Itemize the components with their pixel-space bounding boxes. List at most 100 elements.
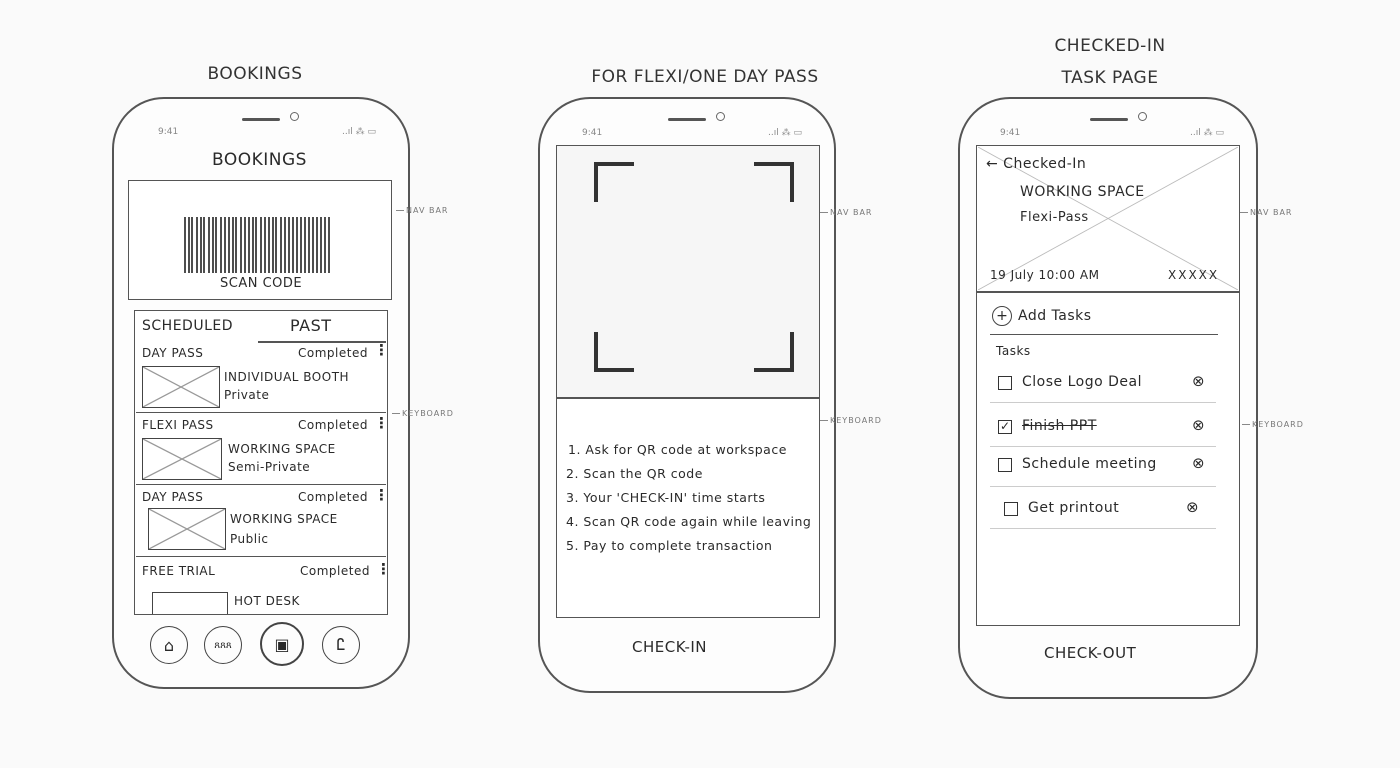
keyboard-tick-1: [392, 413, 400, 414]
calendar-glyph: ▣: [274, 634, 290, 654]
delete-task-icon[interactable]: ⊗: [1192, 416, 1205, 434]
qr-scanner-view[interactable]: [556, 145, 820, 398]
barcode-icon: [184, 217, 330, 273]
divider: [136, 556, 386, 557]
booking-type-3: Public: [230, 532, 269, 546]
scan-code-label: SCAN CODE: [220, 276, 303, 291]
tab-scheduled[interactable]: SCHEDULED: [142, 318, 233, 334]
tasks-heading: Tasks: [996, 344, 1031, 358]
booking-type-1: Private: [224, 388, 270, 402]
keyboard-label-3: KEYBOARD: [1252, 420, 1304, 429]
camera: [1138, 112, 1147, 121]
booking-datetime: 19 July 10:00 AM: [990, 268, 1100, 282]
profile-icon[interactable]: Ꮭ: [322, 626, 360, 664]
profile-glyph: Ꮭ: [336, 635, 346, 654]
step-3: 3. Your 'CHECK-IN' time starts: [566, 490, 766, 505]
nav-bar-tick-1: [396, 210, 404, 211]
divider: [990, 402, 1216, 403]
status-icons: ..ıl ⁂ ▭: [768, 128, 802, 138]
status-time: 9:41: [1000, 128, 1021, 138]
scan-frame-icon: [594, 162, 794, 372]
status-time: 9:41: [582, 128, 603, 138]
booking-status-3: Completed: [298, 490, 368, 504]
camera: [716, 112, 725, 121]
delete-task-icon[interactable]: ⊗: [1192, 454, 1205, 472]
task-checkbox-3[interactable]: [998, 458, 1012, 472]
image-placeholder: [152, 592, 228, 614]
keyboard-label-2: KEYBOARD: [830, 416, 882, 425]
space-name: WORKING SPACE: [1020, 184, 1145, 200]
step-2: 2. Scan the QR code: [566, 466, 703, 481]
home-glyph: ⌂: [163, 635, 175, 655]
add-tasks-button[interactable]: Add Tasks: [1018, 308, 1092, 324]
nav-bar-tick-3: [1240, 212, 1248, 213]
add-icon[interactable]: +: [992, 306, 1012, 326]
more-options-icon[interactable]: ⋮: [374, 341, 389, 359]
booking-status-2: Completed: [298, 418, 368, 432]
back-checked-in[interactable]: ← Checked-In: [986, 156, 1087, 172]
camera: [290, 112, 299, 121]
divider: [990, 528, 1216, 529]
tab-past[interactable]: PAST: [290, 316, 332, 335]
pass-type: Flexi-Pass: [1020, 210, 1089, 225]
speaker: [242, 118, 280, 121]
booking-space-4: HOT DESK: [234, 594, 300, 608]
booking-space-2: WORKING SPACE: [228, 442, 336, 456]
tasks-panel: [976, 292, 1240, 626]
more-options-icon[interactable]: ⋮: [376, 560, 391, 578]
status-icons: ..ıl ⁂ ▭: [342, 127, 376, 137]
add-tasks-underline: [990, 334, 1218, 335]
check-in-button[interactable]: CHECK-IN: [632, 638, 708, 656]
speaker: [1090, 118, 1128, 121]
community-glyph: ጸጸጸ: [214, 639, 232, 651]
nav-bar-label-1: NAV BAR: [406, 206, 449, 215]
task-checkbox-4[interactable]: [1004, 502, 1018, 516]
task-checkbox-2[interactable]: ✓: [998, 419, 1012, 434]
task-label-2: Finish PPT: [1022, 418, 1097, 434]
tab-underline: [258, 341, 386, 343]
title-bookings: BOOKINGS: [207, 64, 303, 84]
more-options-icon[interactable]: ⋮: [374, 486, 389, 504]
keyboard-label-1: KEYBOARD: [402, 409, 454, 418]
image-placeholder: [142, 366, 220, 408]
task-label-4: Get printout: [1028, 500, 1120, 516]
keyboard-tick-2: [820, 420, 828, 421]
scan-code-panel[interactable]: [128, 180, 392, 300]
keyboard-tick-3: [1242, 424, 1250, 425]
title-task-page: TASK PAGE: [1061, 68, 1159, 88]
step-1: 1. Ask for QR code at workspace: [568, 442, 787, 457]
title-checked-in: CHECKED-IN: [1054, 36, 1166, 56]
divider: [136, 484, 386, 485]
task-label-3: Schedule meeting: [1022, 456, 1157, 472]
home-icon[interactable]: ⌂: [150, 626, 188, 664]
step-4: 4. Scan QR code again while leaving: [566, 514, 812, 529]
booking-pass-4: FREE TRIAL: [142, 564, 216, 578]
delete-task-icon[interactable]: ⊗: [1186, 498, 1199, 516]
calendar-icon[interactable]: ▣: [260, 622, 304, 666]
step-5: 5. Pay to complete transaction: [566, 538, 773, 553]
nav-bar-tick-2: [820, 212, 828, 213]
status-icons: ..ıl ⁂ ▭: [1190, 128, 1224, 138]
booking-space-3: WORKING SPACE: [230, 512, 338, 526]
booking-space-1: INDIVIDUAL BOOTH: [224, 370, 350, 384]
task-label-1: Close Logo Deal: [1022, 374, 1142, 390]
booking-status-4: Completed: [300, 564, 370, 578]
title-flexi: FOR FLEXI/ONE DAY PASS: [591, 67, 819, 87]
booking-code: XXXXX: [1168, 268, 1220, 282]
booking-pass-1: DAY PASS: [142, 346, 204, 360]
speaker: [668, 118, 706, 121]
status-time: 9:41: [158, 127, 179, 137]
image-placeholder: [142, 438, 222, 480]
check-out-button[interactable]: CHECK-OUT: [1044, 644, 1137, 662]
delete-task-icon[interactable]: ⊗: [1192, 372, 1205, 390]
booking-status-1: Completed: [298, 346, 368, 360]
more-options-icon[interactable]: ⋮: [374, 414, 389, 432]
bookings-header: BOOKINGS: [212, 150, 307, 170]
instructions-panel: [556, 398, 820, 618]
divider: [136, 412, 386, 413]
task-checkbox-1[interactable]: [998, 376, 1012, 390]
booking-type-2: Semi-Private: [228, 460, 311, 474]
community-icon[interactable]: ጸጸጸ: [204, 626, 242, 664]
image-placeholder: [148, 508, 226, 550]
header-image-placeholder: [978, 147, 1238, 290]
